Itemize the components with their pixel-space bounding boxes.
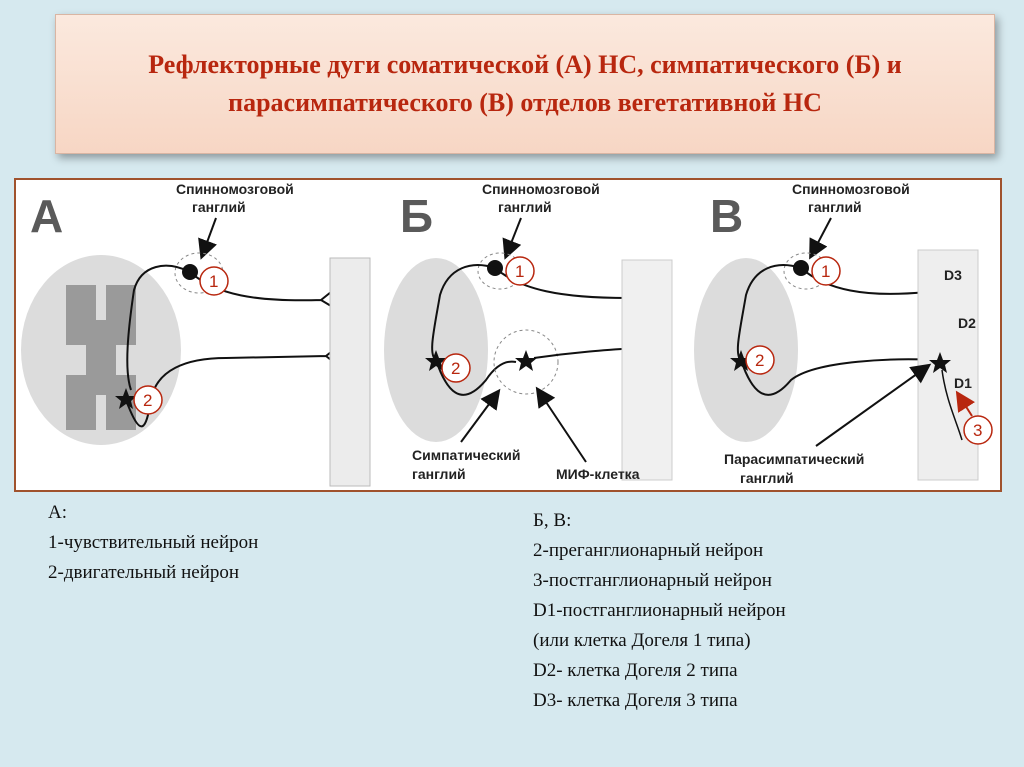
panel-v-para-label-2: ганглий [740,470,794,486]
panel-a-ganglion-label-2: ганглий [192,199,246,215]
panel-b-sensory-fiber-out [494,267,629,299]
panel-v-marker-1-text: 1 [821,262,830,281]
panel-v-marker-3 [963,415,993,445]
panel-b-marker-1-text: 1 [515,262,524,281]
legend-bv-item: D3- клетка Догеля 3 типа [533,690,738,711]
panel-b-marker-2-text: 2 [451,359,460,378]
panel-b-ganglion-label-1: Спинномозговой [482,181,600,197]
panel-v-para-arrow [815,363,932,447]
legend-bv-item: 2-преганглионарный нейрон [533,540,764,561]
legend-bv-item: 3-постганглионарный нейрон [533,570,772,591]
gray-matter [66,285,136,430]
panel-b-symp-label-2: ганглий [412,466,466,482]
legend-a-heading: А: [48,502,67,523]
panel-a-muscle [329,257,371,487]
panel-b-postganglionic-neuron [515,350,537,371]
panel-b-mif-arrow [535,386,587,463]
panel-v-marker-1 [811,256,841,286]
legend-a-item: 2-двигательный нейрон [48,562,240,583]
panel-v-ganglion-label-1: Спинномозговой [792,181,910,197]
panel-a-ganglion-label-1: Спинномозговой [176,181,294,197]
title-box: Рефлекторные дуги соматической (А) НС, с… [55,14,995,154]
panel-b: Б Спинномозговой ганглий Симпатический г… [384,181,673,482]
panel-v-marker-2-text: 2 [755,351,764,370]
legend-bv-item: D2- клетка Догеля 2 типа [533,660,738,681]
panel-b-smooth-muscle [621,259,673,481]
panel-b-symp-label-1: Симпатический [412,447,521,463]
panel-a-motor-neuron-body [115,388,137,409]
legend-bv-item: D1-постганглионарный нейрон [533,600,786,621]
panel-v: В Спинномозговой ганглий D3 D2 D1 Параси… [694,181,993,486]
panel-b-preganglionic-fiber [435,359,517,396]
panel-v-letter: В [710,190,743,242]
panel-b-sympathetic-ganglion [493,329,559,395]
panel-v-spinal-cord [694,258,798,442]
panel-v-d3-label: D3 [944,267,962,283]
panel-v-marker-3-text: 3 [973,421,982,440]
legend-bv-heading: Б, В: [533,510,572,531]
legend-a: А: 1-чувствительный нейрон 2-двигательны… [48,498,258,588]
panel-v-marker-2 [745,345,775,375]
panel-b-marker-1 [505,256,535,286]
panel-v-intramural-wall [917,249,979,481]
panel-b-marker-2 [441,353,471,383]
panel-a-marker-1 [199,266,229,296]
panel-v-ganglion-arrow [809,217,832,260]
panel-v-d1-label: D1 [954,375,972,391]
legend-bv: Б, В: 2-преганглионарный нейрон 3-постга… [533,506,786,716]
slide-title: Рефлекторные дуги соматической (А) НС, с… [148,50,902,117]
panel-b-postganglionic-fiber [533,347,637,359]
panel-a-ganglion-arrow [198,217,217,260]
panel-b-mif-label: МИФ-клетка [556,466,640,482]
panel-v-sensory-fiber-out [800,267,927,295]
panel-v-marker-3-arrow [955,390,976,417]
panel-v-postganglionic-fiber [941,369,963,441]
panel-a-marker-1-text: 1 [209,272,218,291]
panel-b-sensory-fiber-in [431,264,496,361]
diagram-figure: А Спинномозговой ганглий 1 2 Б Спинномоз… [14,178,1002,492]
panel-b-symp-arrow [460,388,501,443]
panel-v-sensory-fiber-in [736,264,802,361]
panel-a: А Спинномозговой ганглий 1 2 [21,181,371,487]
panel-b-ganglion-arrow [502,217,522,260]
panel-v-d2-label: D2 [958,315,976,331]
legend-a-item: 1-чувствительный нейрон [48,532,259,553]
panel-b-ganglion-label-2: ганглий [498,199,552,215]
panel-v-para-label-1: Парасимпатический [724,451,864,467]
panel-v-ganglion-label-2: ганглий [808,199,862,215]
panel-b-letter: Б [400,190,433,242]
panel-v-preganglionic-fiber [740,358,937,396]
panel-a-letter: А [30,190,63,242]
reflex-arcs-diagram: А Спинномозговой ганглий 1 2 Б Спинномоз… [21,181,993,487]
panel-a-marker-2 [133,385,163,415]
legend-bv-item: (или клетка Догеля 1 типа) [533,630,751,651]
panel-a-marker-2-text: 2 [143,391,152,410]
panel-v-d1-neuron [929,352,951,373]
panel-a-sensory-fiber-in [126,264,191,391]
